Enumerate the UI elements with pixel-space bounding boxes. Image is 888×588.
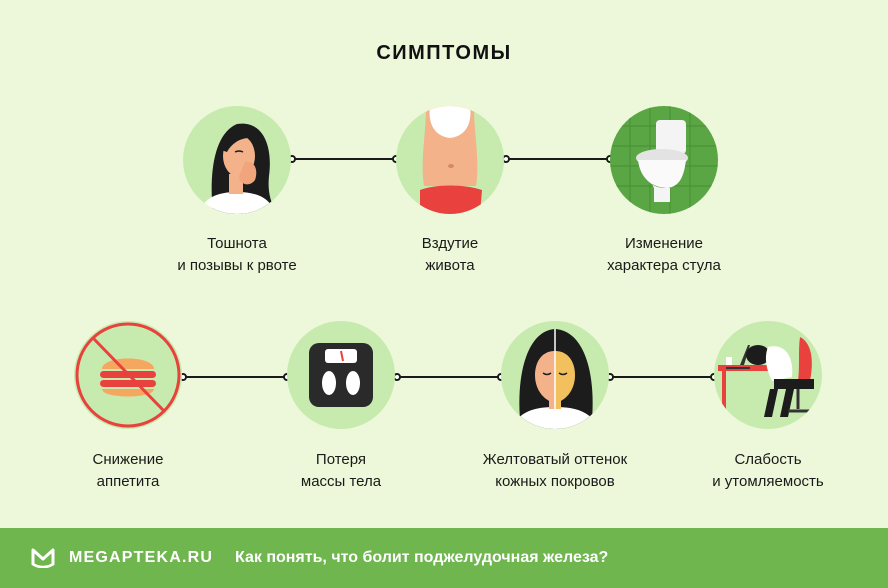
- megapteka-logo-icon: [31, 548, 55, 568]
- footer-bar: MEGAPTEKA.RU Как понять, что болит подже…: [0, 528, 888, 588]
- nausea-woman-icon: [183, 106, 291, 214]
- no-burger-icon: [74, 321, 182, 429]
- page-title: СИМПТОМЫ: [376, 42, 512, 64]
- connector-line: [506, 158, 610, 160]
- bloated-belly-icon: [396, 106, 504, 214]
- brand-name[interactable]: MEGAPTEKA.RU: [69, 549, 214, 566]
- connector-line: [610, 376, 714, 378]
- yellow-skin-face-icon: [501, 321, 609, 429]
- connector-line: [183, 376, 287, 378]
- scale-icon: [287, 321, 395, 429]
- tired-at-desk-icon: [714, 321, 822, 429]
- connector-line: [292, 158, 396, 160]
- toilet-icon: [610, 106, 718, 214]
- connector-line: [397, 376, 501, 378]
- footer-question: Как понять, что болит поджелудочная желе…: [235, 549, 609, 566]
